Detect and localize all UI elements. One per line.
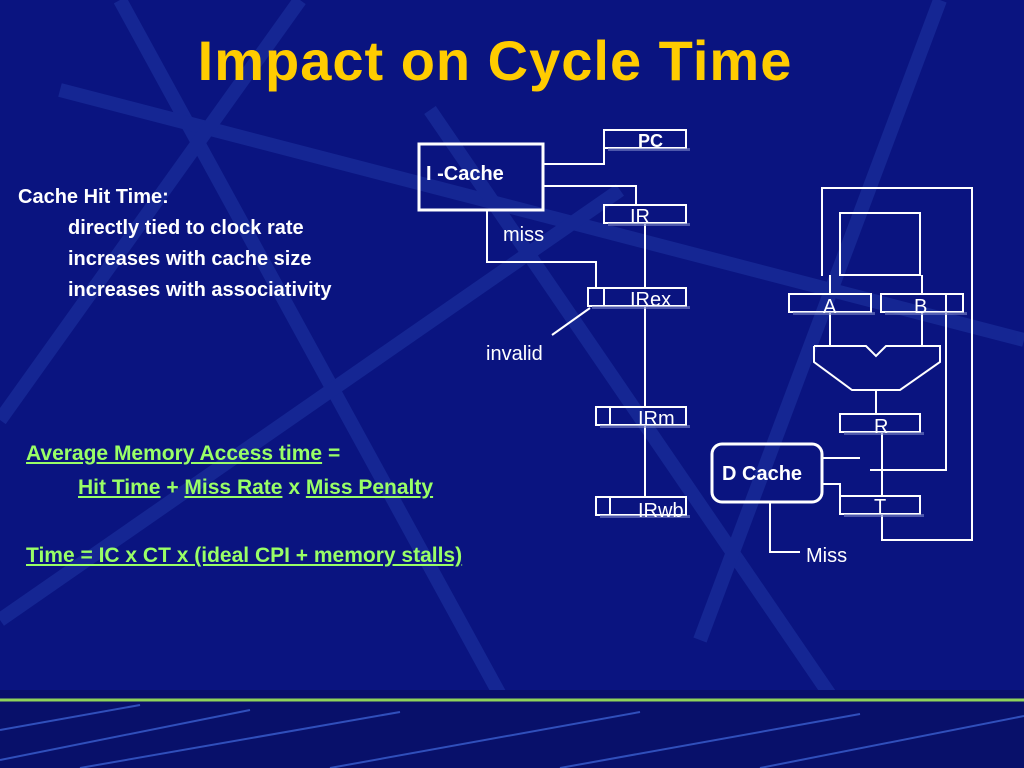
bullet-cache-size: increases with cache size — [68, 248, 312, 270]
irwb-label: IRwb — [638, 500, 684, 522]
irex-label: IRex — [630, 289, 672, 311]
bullet-associativity: increases with associativity — [68, 279, 332, 301]
times-sign: x — [288, 476, 300, 499]
alu-shape — [813, 345, 941, 391]
icache-label: I -Cache — [426, 163, 504, 185]
time-equation-line: Time = IC x CT x (ideal CPI + memory sta… — [26, 544, 462, 568]
icache-miss-label: miss — [503, 224, 545, 246]
r-label: R — [874, 416, 889, 438]
cache-hit-heading: Cache Hit Time: — [18, 186, 169, 208]
invalid-label: invalid — [486, 343, 543, 365]
miss-penalty-link[interactable]: Miss Penalty — [305, 476, 434, 499]
miss-rate-link[interactable]: Miss Rate — [184, 476, 283, 499]
b-label: B — [914, 296, 928, 318]
t-label: T — [874, 496, 887, 518]
plus-sign: + — [166, 476, 179, 499]
bullet-clock-rate: directly tied to clock rate — [68, 217, 304, 239]
equals-sign: = — [327, 442, 341, 465]
a-label: A — [823, 296, 837, 318]
dcache-miss-label: Miss — [806, 545, 848, 567]
amat-label[interactable]: Average Memory Access time — [26, 442, 323, 465]
irm-label: IRm — [638, 408, 675, 430]
ir-label: IR — [630, 206, 650, 228]
amat-formula-line: Hit Time + Miss Rate x Miss Penalty — [78, 476, 433, 500]
pc-label: PC — [638, 131, 664, 151]
amat-line: Average Memory Access time = — [26, 442, 340, 466]
time-equation[interactable]: Time = IC x CT x (ideal CPI + memory sta… — [26, 544, 463, 567]
icache-box — [417, 142, 545, 212]
hit-time-link[interactable]: Hit Time — [78, 476, 161, 499]
dcache-label: D Cache — [722, 463, 803, 485]
dcache-box — [710, 442, 824, 504]
slide-title: Impact on Cycle Time — [197, 29, 793, 92]
register-file-box — [839, 212, 921, 276]
